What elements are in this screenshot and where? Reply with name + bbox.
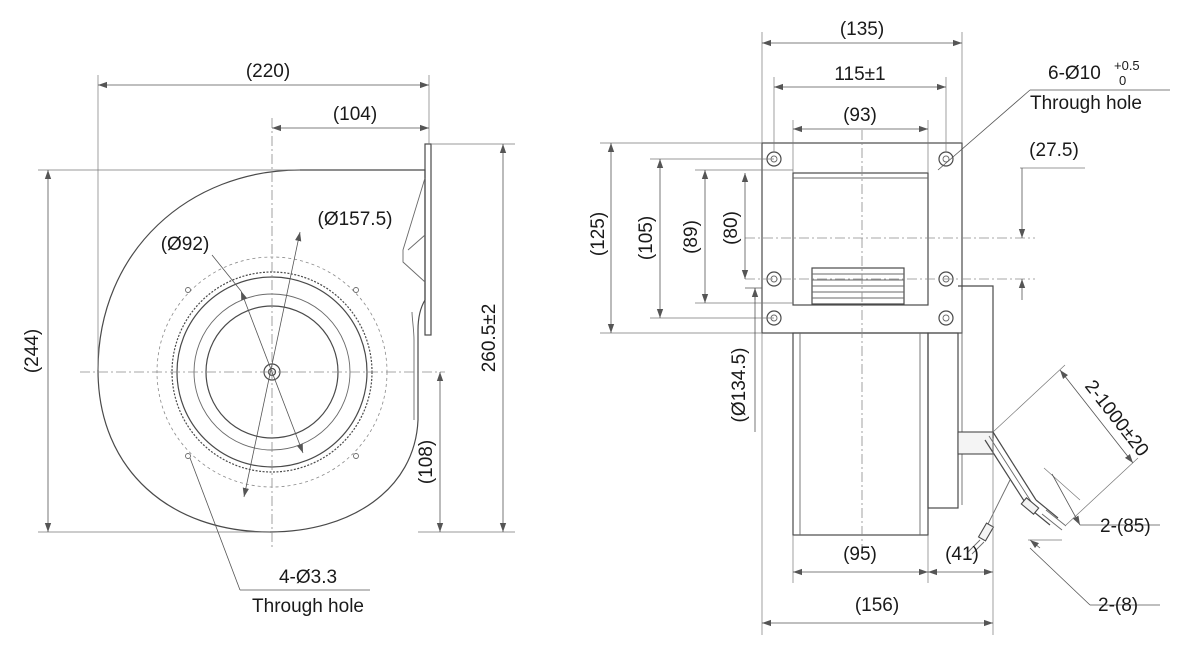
holes-type-label: Through hole xyxy=(252,596,364,617)
dim-center-offset: (27.5) xyxy=(1029,140,1079,161)
dim-motor-depth: (41) xyxy=(945,544,979,565)
side-view: (135) 115±1 (93) 6-Ø10 +0.5 0 Through ho… xyxy=(588,19,1170,635)
dim-housing-depth: (95) xyxy=(843,544,877,565)
mount-hole-1 xyxy=(185,287,191,293)
side-housing-body xyxy=(792,332,929,536)
flange-holes-type: Through hole xyxy=(1030,93,1142,114)
outlet-flange xyxy=(424,143,432,336)
flange-holes-count: 6-Ø10 xyxy=(1048,63,1101,84)
dim-hole-spacing-width: 115±1 xyxy=(834,64,885,85)
front-view: (220) (104) (Ø92) (Ø157.5) (244) 260.5±2… xyxy=(22,61,515,617)
dim-outlet-height-outer: (89) xyxy=(681,220,702,254)
dim-height-total: 260.5±2 xyxy=(479,304,500,373)
dim-strip-length: 2-(85) xyxy=(1100,516,1151,537)
dim-outlet-height-inner: (80) xyxy=(721,211,742,245)
dim-center-to-base: (108) xyxy=(416,440,437,484)
dim-motor-diameter: (Ø134.5) xyxy=(729,348,750,423)
outlet-duct-edge xyxy=(407,234,426,251)
dim-outer-diameter: (Ø157.5) xyxy=(318,209,393,230)
outlet-duct xyxy=(402,177,426,283)
scroll-housing xyxy=(97,169,426,533)
dim-flange-width: (135) xyxy=(840,19,884,40)
side-motor-body xyxy=(927,332,959,509)
dim-hole-spacing-height: (105) xyxy=(636,216,657,260)
holes-count-label: 4-Ø3.3 xyxy=(279,567,337,588)
mount-hole-2 xyxy=(353,287,359,293)
side-motor-cap xyxy=(958,285,994,439)
mount-hole-4 xyxy=(353,453,359,459)
side-outlet-opening xyxy=(792,172,929,306)
dim-outlet-width: (93) xyxy=(843,105,877,126)
dim-wire-end: 2-(8) xyxy=(1098,595,1138,616)
flange-holes-tol-upper: +0.5 xyxy=(1114,58,1140,73)
lead-wires xyxy=(967,431,1067,555)
dim-flange-height: (125) xyxy=(588,212,609,256)
dim-inner-diameter: (Ø92) xyxy=(161,234,210,255)
mount-hole-3 xyxy=(185,453,191,459)
side-impeller xyxy=(811,267,905,305)
housing-inner-edge xyxy=(411,311,415,420)
dim-height-body: (244) xyxy=(22,329,43,373)
dim-lead-length: 2-1000±20 xyxy=(1080,376,1152,460)
dim-width-total: (220) xyxy=(246,61,290,82)
dim-total-depth: (156) xyxy=(855,595,899,616)
cable-gland xyxy=(957,431,994,455)
flange-holes-tol-lower: 0 xyxy=(1119,73,1126,88)
dim-outlet-offset: (104) xyxy=(333,104,377,125)
